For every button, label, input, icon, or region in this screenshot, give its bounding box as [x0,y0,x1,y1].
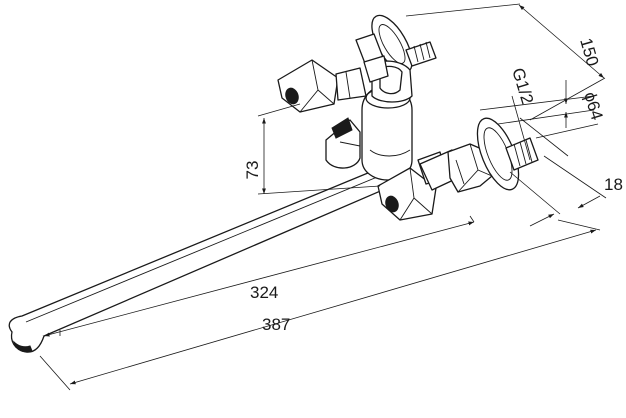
dimension-label-150: 150 [576,36,602,69]
spout [8,167,393,353]
dimension-label-387: 387 [262,315,290,334]
dimension-label-73: 73 [243,161,262,180]
dimension-label-324: 324 [250,283,278,302]
dimension-lines [39,3,607,391]
dimension-label-thread: G1/2 [508,66,537,107]
shower-outlet [355,14,437,103]
dimension-label-diameter: ϕ64 [580,90,606,123]
diverter-knob [325,117,361,169]
side-connection [419,117,539,193]
upper-handle [277,59,367,113]
dimension-label-18: 18 [604,175,623,194]
